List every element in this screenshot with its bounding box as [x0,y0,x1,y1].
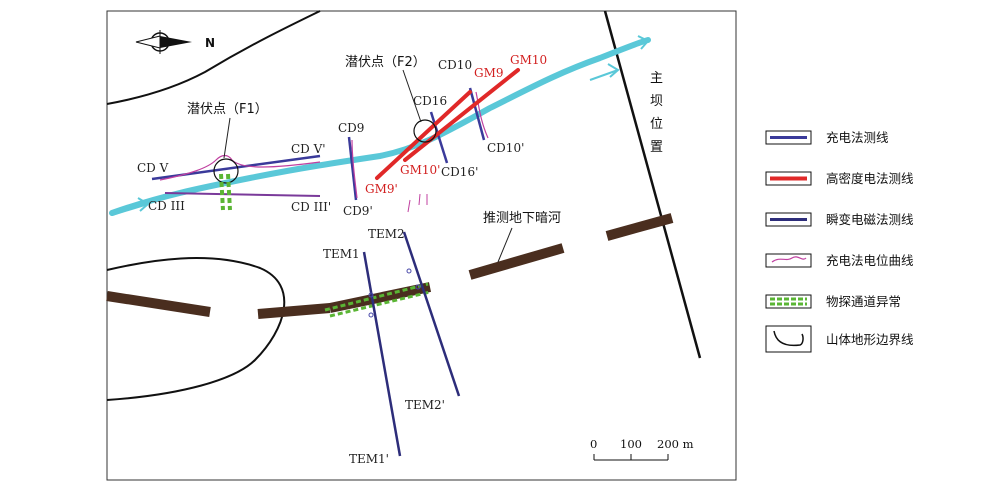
legend-label-charging-line: 充电法测线 [826,130,889,145]
legend-key-potential-curve [765,253,812,268]
gm9-line [375,90,472,180]
cd10-line [468,87,486,141]
legend-key-terrain-boundary [765,325,812,353]
label-underground-river: 推测地下暗河 [483,211,561,226]
scale-bar [593,454,669,461]
label-cd3p: CD III' [291,200,331,214]
label-cd5: CD V [137,161,169,175]
map-frame [106,10,737,481]
potential-curve-cd10 [475,91,489,139]
label-gm9p: GM9' [365,182,398,196]
label-tem1p: TEM1' [349,452,389,466]
north-label: N [205,36,215,50]
river-arrow-left [111,197,150,216]
resistivity-lines [375,68,520,180]
label-cd10: CD10 [438,58,472,72]
label-f1: 潜伏点（F1） [187,102,268,117]
potential-curve-cd9 [351,139,358,199]
scale-tick-200: 200 m [657,437,694,451]
compass-icon [135,30,192,54]
potential-curve-f1 [159,154,321,181]
f1-leader [223,117,231,159]
river-arrow-bottom-right [589,63,620,81]
label-tem2p: TEM2' [405,398,445,412]
legend-label-tem-line: 瞬变电磁法测线 [826,212,914,227]
scale-tick-0: 0 [590,437,597,451]
label-cd9: CD9 [338,121,364,135]
label-gm10p: GM10' [400,163,440,177]
label-cd9p: CD9' [343,204,373,218]
scale-tick-100: 100 [620,437,642,451]
terrain-boundary-top [106,10,321,105]
channel-anomaly-tem [324,282,431,318]
label-cd3: CD III [148,199,185,213]
legend-label-resistivity-line: 高密度电法测线 [826,171,914,186]
label-cd5p: CD V' [291,142,326,156]
label-f2: 潜伏点（F2） [345,55,426,70]
label-cd16: CD16 [413,94,447,108]
dam-char-2: 坝 [650,94,663,109]
label-cd10p: CD10' [487,141,524,155]
f2-leader [402,69,422,123]
cd16-line [429,111,449,164]
label-gm9: GM9 [474,66,504,80]
dam-line [603,10,702,359]
legend: 充电法测线 高密度电法测线 瞬变电磁法测线 充电法电位曲线 物探通道异常 山体地… [765,130,914,353]
label-tem1: TEM1 [323,247,360,261]
legend-label-channel-anomaly: 物探通道异常 [826,294,901,309]
river-arrow-right [621,35,650,51]
tem-lines [362,231,461,457]
latent-point-f1 [213,158,239,184]
label-cd16p: CD16' [441,165,478,179]
legend-label-potential-curve: 充电法电位曲线 [826,253,914,268]
tem1-line [362,251,402,457]
label-tem2: TEM2 [368,227,405,241]
channel-anomaly-f1 [219,173,232,211]
tem2-line [402,231,461,397]
potential-marks [407,193,428,213]
gm10-line [403,68,520,162]
legend-key-channel-anomaly [765,294,812,309]
dam-char-4: 置 [650,140,663,155]
dam-char-1: 主 [650,71,663,86]
latent-point-f2 [413,119,437,143]
tem-markers [368,268,421,318]
cd3-line [164,192,321,197]
legend-label-terrain-boundary: 山体地形边界线 [826,332,914,347]
label-gm10: GM10 [510,53,547,67]
cd9-line [347,136,358,201]
dam-char-3: 位 [650,117,663,132]
river-label-leader [497,227,513,263]
